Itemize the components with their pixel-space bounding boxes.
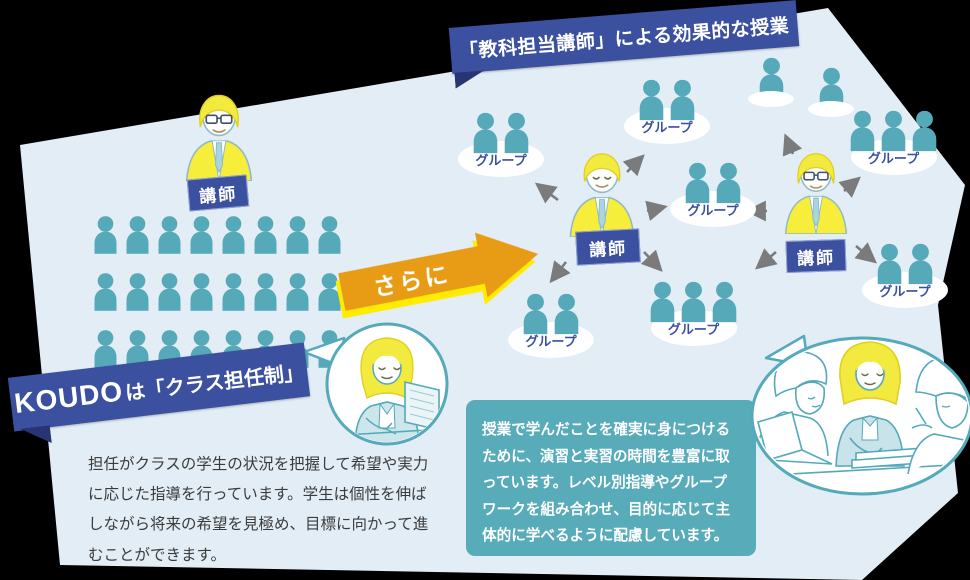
student-icon: [124, 273, 151, 311]
student-icon: [906, 243, 935, 285]
student-icon: [648, 281, 677, 323]
teacher-tag: 講師: [785, 238, 847, 274]
group-ellipse: グループ: [458, 141, 544, 177]
teacher-tag: 講師: [186, 174, 250, 212]
student-icon: [252, 216, 279, 254]
class-teacher-illustration: [170, 83, 268, 181]
student-row: [92, 273, 343, 311]
student-icon: [252, 273, 279, 311]
lesson-description-box: 授業で学んだことを確実に身につけるために、演習と実習の時間を豊富に取っています。…: [466, 400, 756, 556]
student-icon: [521, 293, 550, 335]
group: グループ: [848, 110, 939, 175]
student-icon: [92, 330, 119, 368]
group-label: グループ: [879, 284, 931, 299]
student-icon: [156, 273, 183, 311]
student-icon: [552, 293, 581, 335]
group-ellipse: [808, 101, 854, 117]
student-icon: [471, 112, 500, 154]
student-icon: [188, 273, 215, 311]
student-icon: [220, 216, 247, 254]
student-icon: [92, 273, 119, 311]
student-icon: [714, 162, 743, 204]
student-icon: [637, 79, 666, 121]
student-icon: [879, 110, 908, 152]
group: グループ: [670, 162, 756, 227]
group-people: [521, 293, 581, 335]
group-people: [471, 112, 531, 154]
student-icon: [710, 281, 739, 323]
subject-teacher-illustration: [552, 141, 652, 237]
student-icon: [679, 281, 708, 323]
group-ellipse: グループ: [508, 322, 594, 358]
group-label: グループ: [641, 120, 693, 135]
student-icon: [502, 112, 531, 154]
group-ellipse: グループ: [670, 191, 756, 227]
student-icon: [92, 216, 119, 254]
student-icon: [875, 243, 904, 285]
group-label: グループ: [525, 334, 577, 349]
teacher-tag: 講師: [575, 228, 641, 266]
student-row: [92, 216, 343, 254]
student-icon: [668, 79, 697, 121]
class-student-illustration: [302, 322, 449, 446]
subject-teacher-illustration: [770, 138, 862, 238]
group: グループ: [458, 112, 544, 177]
student-icon: [910, 110, 939, 152]
student-icon: [220, 273, 247, 311]
group-people: [683, 162, 743, 204]
ribbon-fold: [20, 425, 52, 446]
student-icon: [156, 216, 183, 254]
group-label: グループ: [667, 322, 720, 337]
group: グループ: [862, 243, 948, 308]
group-pod: [748, 57, 794, 107]
group-people: [637, 79, 697, 121]
group-pod: [808, 67, 854, 117]
student-icon: [316, 216, 343, 254]
student-icon: [683, 162, 712, 204]
group: グループ: [508, 293, 594, 358]
student-icon: [124, 216, 151, 254]
teacher-tag-label: 講師: [796, 247, 836, 269]
group-ellipse: グループ: [624, 108, 710, 144]
group-work-illustration: [750, 334, 970, 496]
group-people: [875, 243, 935, 285]
student-icon: [188, 216, 215, 254]
group-people: [648, 281, 739, 323]
teacher-tag-label: 講師: [198, 183, 238, 207]
student-icon: [284, 216, 311, 254]
group-label: グループ: [687, 203, 739, 218]
koudo-ribbon-text: は「クラス担任制」: [124, 361, 305, 405]
group-ellipse: グループ: [862, 272, 948, 308]
teacher-tag-label: 講師: [588, 238, 628, 260]
group: グループ: [624, 79, 710, 144]
group: [748, 57, 854, 117]
student-icon: [284, 273, 311, 311]
group-ellipse: [748, 91, 794, 107]
group-label: グループ: [867, 151, 920, 166]
group: グループ: [648, 281, 739, 346]
group-label: グループ: [475, 153, 527, 168]
koudo-brand: KOUDO: [12, 375, 125, 420]
class-system-description: 担任がクラスの学生の状況を把握して希望や実力に応じた指導を行っています。学生は個…: [88, 456, 429, 564]
